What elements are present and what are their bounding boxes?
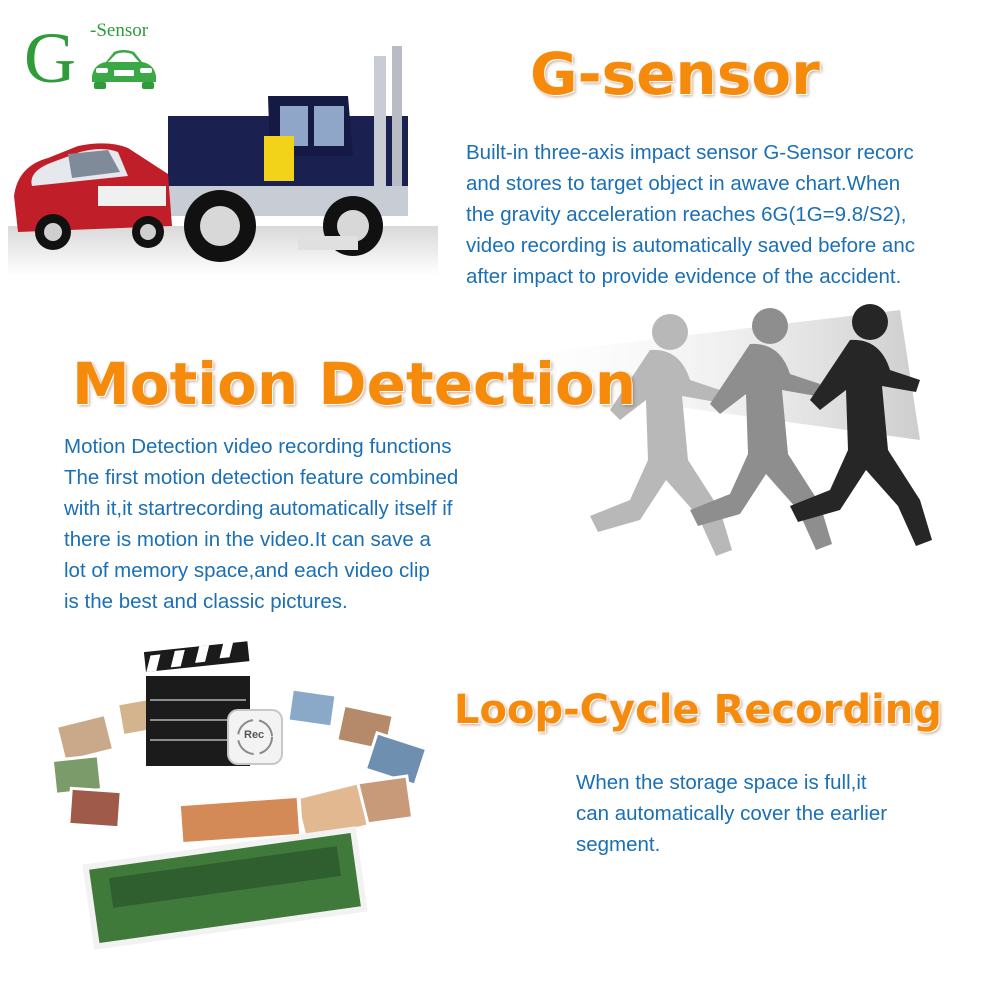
loop-cycle-recording-description: When the storage space is full,it can au… [576, 767, 887, 860]
motion-detection-description: Motion Detection video recording functio… [64, 431, 458, 617]
description-line: after impact to provide evidence of the … [466, 265, 902, 288]
description-line: there is motion in the video.It can save… [64, 528, 431, 551]
motion-detection-title: Motion Detection [72, 350, 637, 418]
car-logo-icon [92, 50, 156, 89]
crashed-car-icon [14, 143, 172, 250]
description-line: and stores to target object in awave cha… [466, 172, 901, 195]
photo-collage [50, 687, 429, 950]
runner-silhouette-light-icon [590, 314, 732, 556]
description-line: When the storage space is full,it [576, 771, 867, 794]
rec-label: Rec [244, 729, 265, 741]
description-line: can automatically cover the earlier [576, 802, 888, 825]
g-sensor-title: G-sensor [530, 40, 820, 108]
description-line: segment. [576, 833, 661, 856]
runners-illustration [480, 304, 932, 556]
rec-button-icon [227, 709, 283, 765]
description-line: Motion Detection video recording functio… [64, 435, 452, 458]
loop-cycle-recording-title: Loop-Cycle Recording [454, 687, 942, 733]
g-sensor-logo: G -Sensor [24, 18, 174, 98]
truck-crash-illustration [8, 46, 438, 276]
description-line: The first motion detection feature combi… [64, 466, 459, 489]
description-line: is the best and classic pictures. [64, 590, 348, 613]
clapperboard-icon [143, 640, 250, 766]
description-line: lot of memory space,and each video clip [64, 559, 430, 582]
description-line: the gravity acceleration reaches 6G(1G=9… [466, 203, 907, 226]
logo-letter: G [24, 18, 76, 98]
truck-icon [168, 46, 408, 262]
g-sensor-description: Built-in three-axis impact sensor G-Sens… [466, 137, 915, 292]
description-line: video recording is automatically saved b… [466, 234, 915, 257]
runner-silhouette-dark-icon [790, 304, 932, 546]
description-line: with it,it startrecording automatically … [64, 497, 453, 520]
loop-recording-illustration [50, 640, 429, 950]
runner-silhouette-medium-icon [690, 308, 832, 550]
description-line: Built-in three-axis impact sensor G-Sens… [466, 141, 914, 164]
logo-sensor-label: -Sensor [90, 20, 149, 41]
